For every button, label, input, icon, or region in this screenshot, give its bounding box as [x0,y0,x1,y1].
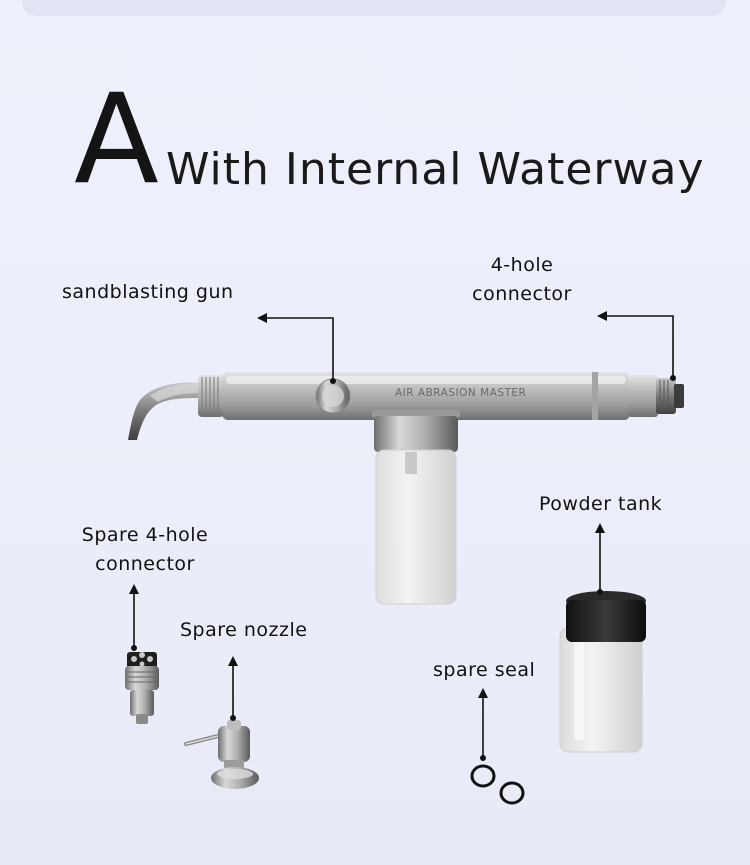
label-spare-connector: Spare 4-hole connector [72,521,218,579]
label-powder-tank: Powder tank [539,493,663,515]
label-spare-seal: spare seal [433,659,536,681]
page-title: With Internal Waterway [166,144,705,195]
label-4-hole-connector-line1: 4-hole [490,254,554,276]
label-4-hole-connector: 4-hole connector [468,251,576,309]
sandblasting-gun-image: AIR ABRASION MASTER [128,372,684,605]
top-banner-strip [22,0,726,16]
gun-engraving: AIR ABRASION MASTER [395,387,526,399]
label-spare-nozzle: Spare nozzle [180,619,308,641]
callout-sandblasting-gun [257,313,334,381]
label-sandblasting-gun: sandblasting gun [62,281,234,303]
label-4-hole-connector-line2: connector [472,283,572,305]
spare-seal-image [470,764,525,805]
spare-nozzle-image [184,720,259,789]
powder-tank-image [559,591,646,753]
variant-letter: A [74,68,159,212]
spare-connector-image [125,652,159,724]
label-spare-connector-line2: connector [95,553,195,575]
callout-4-hole-connector [597,311,674,378]
label-spare-connector-line1: Spare 4-hole [81,524,209,546]
